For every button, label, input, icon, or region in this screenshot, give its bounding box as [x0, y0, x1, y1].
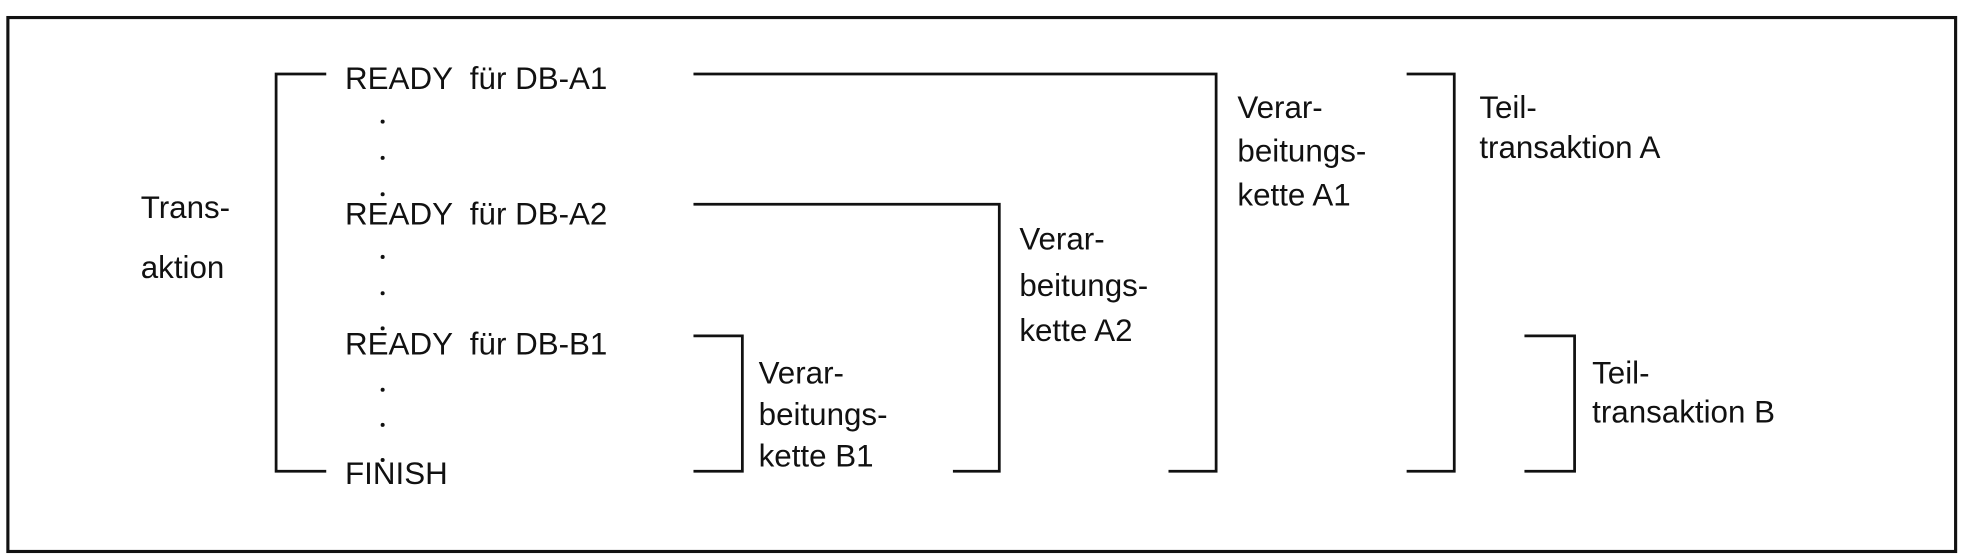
subtransaction-b-line1: Teil-	[1592, 356, 1649, 391]
chain-a2-line3: kette A2	[1019, 313, 1132, 348]
subtransaction-a-line2: transaktion A	[1479, 130, 1660, 165]
chain-b1-line3: kette B1	[759, 438, 874, 473]
ellipsis-dots	[380, 119, 385, 462]
chain-b1-line1: Verar-	[759, 356, 844, 391]
subtransaction-b-bracket	[1524, 334, 1576, 473]
chain-a2-line1: Verar-	[1019, 221, 1104, 256]
transaction-label-line2: aktion	[141, 250, 225, 285]
chain-a1-line2: beitungs-	[1237, 134, 1366, 169]
chain-a2-bracket	[693, 202, 1001, 473]
statement-ready-b1: READY für DB-B1	[345, 327, 607, 362]
subtransaction-a-line1: Teil-	[1479, 90, 1536, 125]
statement-ready-a2: READY für DB-A2	[345, 196, 607, 231]
chain-b1-line2: beitungs-	[759, 397, 888, 432]
chain-a1-bracket	[693, 72, 1218, 473]
chain-a2-line2: beitungs-	[1019, 268, 1148, 303]
chain-a1-line1: Verar-	[1237, 90, 1322, 125]
transaction-bracket	[274, 72, 327, 473]
transaction-label-line1: Trans-	[141, 190, 230, 225]
chain-a1-line3: kette A1	[1237, 178, 1350, 213]
subtransaction-b-line2: transaktion B	[1592, 394, 1775, 429]
subtransaction-a-bracket	[1406, 72, 1456, 473]
statement-finish: FINISH	[345, 456, 448, 491]
statement-ready-a1: READY für DB-A1	[345, 61, 607, 96]
chain-b1-bracket	[693, 334, 744, 473]
frame-border	[6, 15, 1958, 554]
